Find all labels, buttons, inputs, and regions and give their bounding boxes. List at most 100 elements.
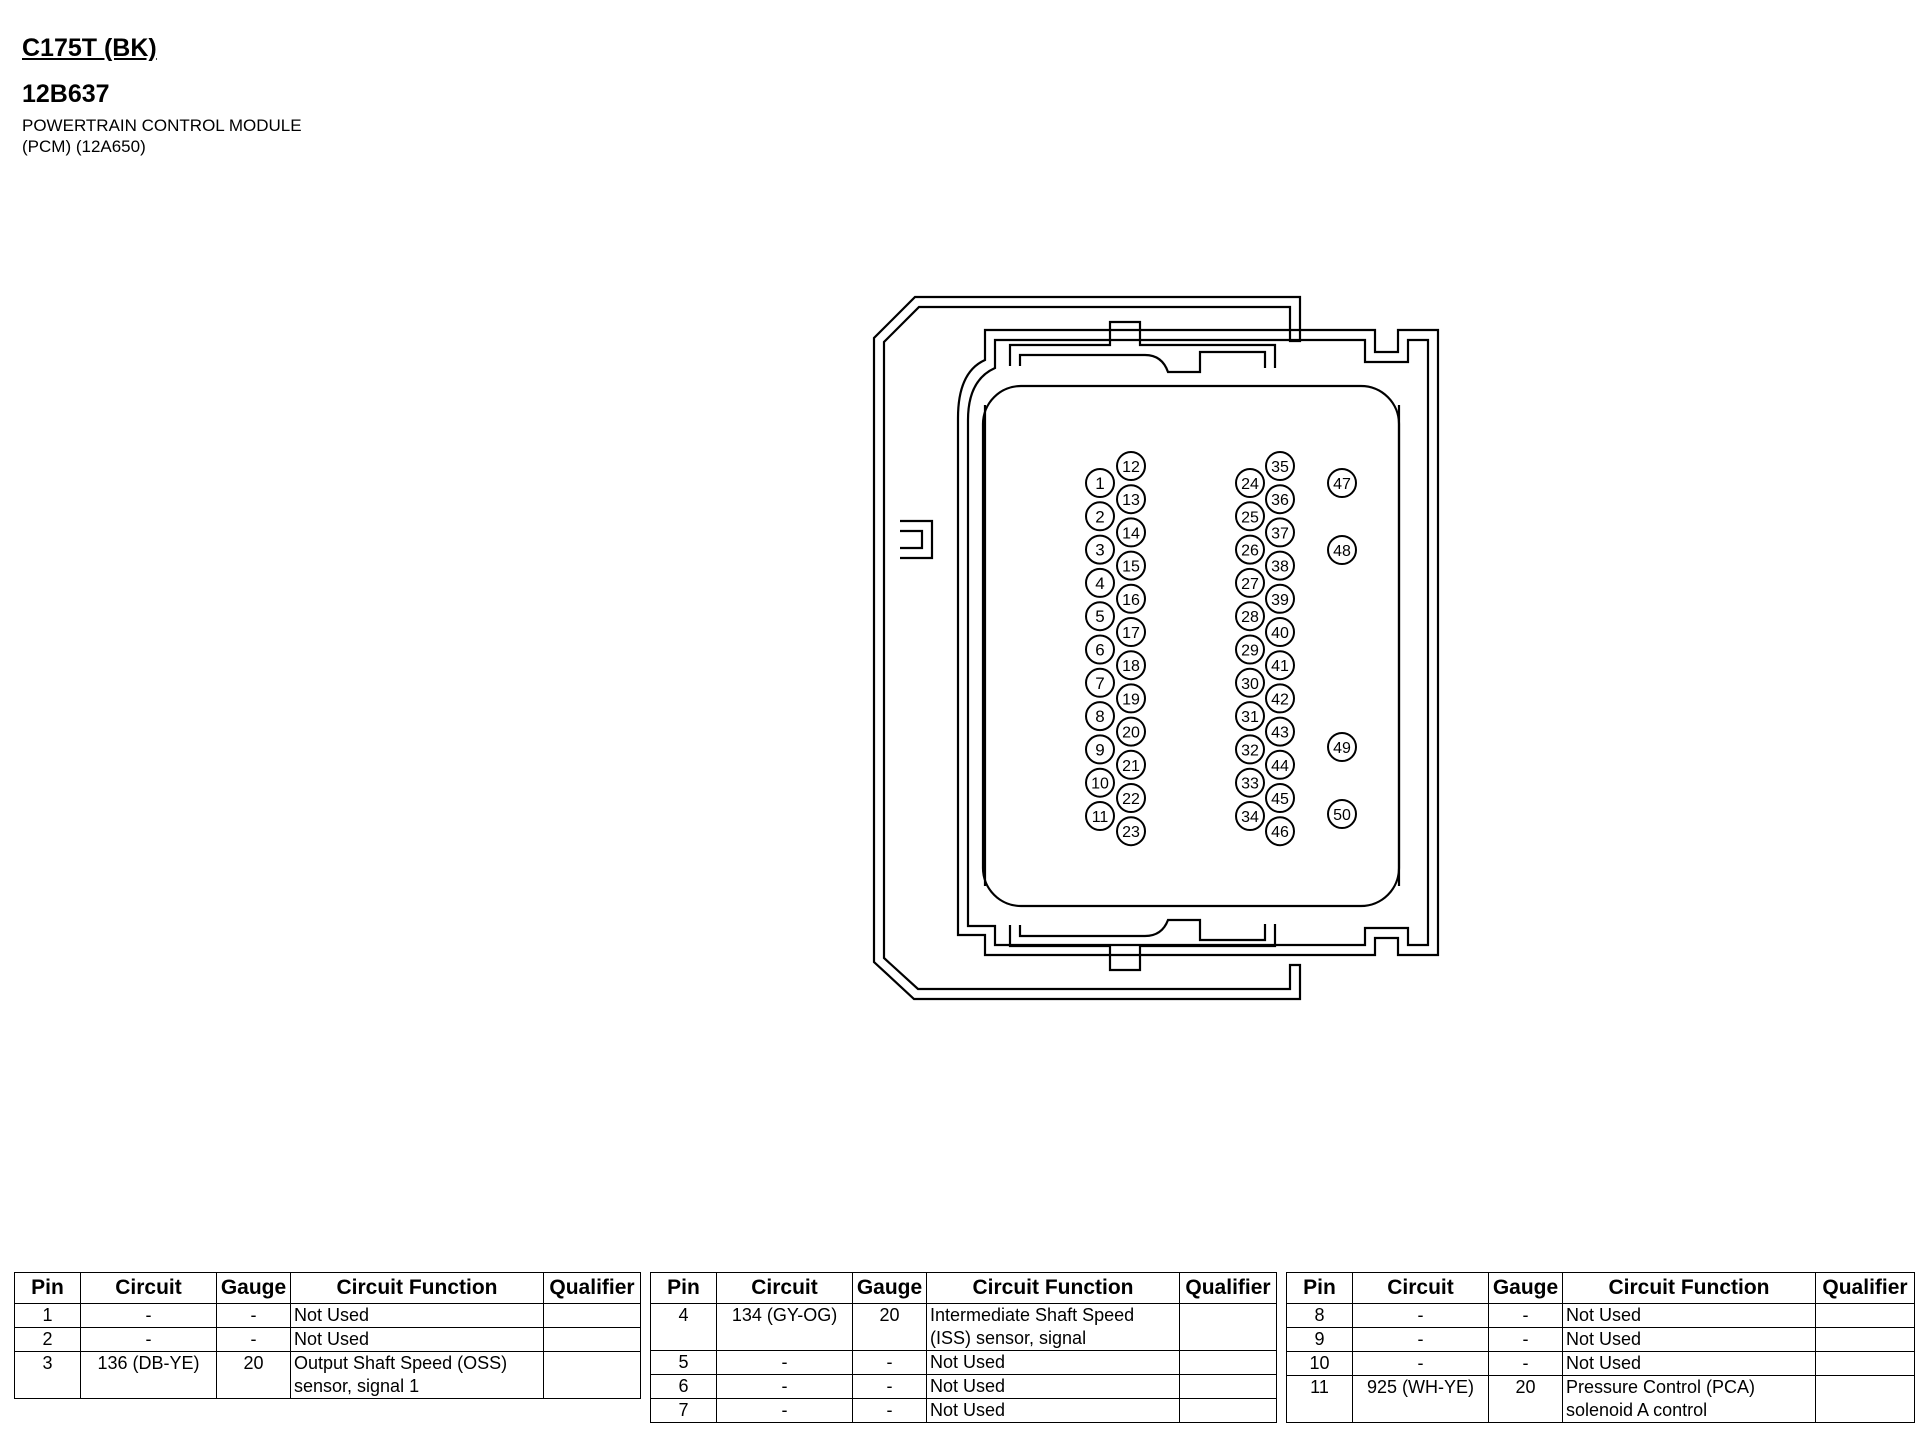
pin-label: 7 (1095, 674, 1104, 693)
pin-label: 50 (1333, 807, 1351, 824)
circuit-cell: - (1352, 1327, 1489, 1352)
pin-24: 24 (1235, 468, 1265, 498)
pin-label: 17 (1122, 625, 1140, 642)
table-row: 2 - - Not Used (14, 1327, 641, 1352)
pin-12: 12 (1116, 451, 1146, 481)
header-circuit: Circuit (80, 1272, 217, 1304)
pin-circle (1265, 716, 1295, 747)
qualifier-cell (1179, 1350, 1277, 1375)
pin-cell: 4 (650, 1303, 717, 1351)
pin-label: 14 (1122, 525, 1140, 542)
gauge-cell: - (216, 1303, 291, 1328)
pin-label: 4 (1095, 574, 1104, 593)
table-row: 6 - - Not Used (650, 1374, 1277, 1399)
pin-38: 38 (1265, 550, 1295, 581)
pin-label: 22 (1122, 791, 1140, 808)
pin-13: 13 (1116, 484, 1146, 515)
pin-label: 45 (1271, 791, 1289, 808)
pin-cell: 1 (14, 1303, 81, 1328)
pin-label: 12 (1122, 459, 1140, 476)
table-row: 9 - - Not Used (1286, 1327, 1915, 1352)
pin-circle (1265, 517, 1295, 548)
pin-label: 19 (1122, 691, 1140, 708)
pin-circle (1235, 634, 1265, 665)
function-cell: Not Used (290, 1303, 544, 1328)
pin-circle (1085, 734, 1115, 765)
pin-circle (1116, 650, 1146, 681)
pin-44: 44 (1265, 749, 1295, 780)
pin-circle (1265, 484, 1295, 515)
function-cell: Not Used (926, 1398, 1180, 1423)
pin-label: 5 (1095, 607, 1104, 626)
pin-35: 35 (1265, 451, 1295, 481)
pin-label: 27 (1241, 576, 1259, 593)
pin-circle (1085, 701, 1115, 732)
pin-label: 1 (1095, 474, 1104, 493)
pin-circle (1327, 535, 1357, 565)
pin-cell: 5 (650, 1350, 717, 1375)
pin-15: 15 (1116, 550, 1146, 581)
pin-circle (1116, 451, 1146, 481)
qualifier-cell (1179, 1398, 1277, 1423)
pin-circle (1265, 550, 1295, 581)
header-pin: Pin (14, 1272, 81, 1304)
header-circuit-function: Circuit Function (1562, 1272, 1816, 1304)
pin-27: 27 (1235, 567, 1265, 598)
pin-circle (1265, 451, 1295, 481)
pin-label: 30 (1241, 676, 1259, 693)
gauge-cell: 20 (1488, 1375, 1563, 1423)
table-row: 11 925 (WH-YE) 20 Pressure Control (PCA)… (1286, 1375, 1915, 1423)
pin-32: 32 (1235, 734, 1265, 765)
pin-4: 4 (1085, 567, 1115, 598)
table-row: 10 - - Not Used (1286, 1351, 1915, 1376)
pin-circle (1235, 667, 1265, 698)
pin-19: 19 (1116, 683, 1146, 714)
pin-circle (1085, 634, 1115, 665)
pin-circle (1085, 501, 1115, 532)
pin-circle (1327, 732, 1357, 762)
circuit-cell: - (80, 1303, 217, 1328)
pin-cell: 8 (1286, 1303, 1353, 1328)
pin-circle (1235, 767, 1265, 798)
qualifier-cell (1815, 1351, 1915, 1376)
pin-1: 1 (1085, 468, 1115, 498)
pin-circle (1235, 601, 1265, 632)
function-cell: Intermediate Shaft Speed (ISS) sensor, s… (926, 1303, 1180, 1351)
header-pin: Pin (650, 1272, 717, 1304)
table-row: 3 136 (DB-YE) 20 Output Shaft Speed (OSS… (14, 1351, 641, 1399)
pin-label: 16 (1122, 592, 1140, 609)
qualifier-cell (1815, 1375, 1915, 1423)
pin-7: 7 (1085, 667, 1115, 698)
pin-18: 18 (1116, 650, 1146, 681)
pin-31: 31 (1235, 701, 1265, 732)
pin-40: 40 (1265, 617, 1295, 647)
pin-28: 28 (1235, 601, 1265, 632)
header-pin: Pin (1286, 1272, 1353, 1304)
qualifier-cell (543, 1303, 641, 1328)
pin-21: 21 (1116, 749, 1146, 780)
pin-34: 34 (1235, 801, 1265, 831)
pin-6: 6 (1085, 634, 1115, 665)
pin-label: 25 (1241, 509, 1259, 526)
pin-circle (1235, 468, 1265, 498)
pin-label: 20 (1122, 725, 1140, 742)
pin-22: 22 (1116, 783, 1146, 813)
pin-label: 42 (1271, 691, 1289, 708)
connector-id: C175T (BK) (22, 34, 157, 62)
table-row: 5 - - Not Used (650, 1350, 1277, 1375)
pin-cell: 7 (650, 1398, 717, 1423)
table-row: 7 - - Not Used (650, 1398, 1277, 1423)
function-cell: Not Used (1562, 1303, 1816, 1328)
pin-label: 3 (1095, 541, 1104, 560)
pin-label: 2 (1095, 507, 1104, 526)
header-gauge: Gauge (852, 1272, 927, 1304)
pin-circle (1235, 534, 1265, 565)
pin-label: 37 (1271, 525, 1289, 542)
pin-9: 9 (1085, 734, 1115, 765)
pin-49: 49 (1327, 732, 1357, 762)
module-description-line-2: (PCM) (12A650) (22, 137, 146, 156)
pin-26: 26 (1235, 534, 1265, 565)
pin-circle (1085, 534, 1115, 565)
header-circuit-function: Circuit Function (290, 1272, 544, 1304)
header-qualifier: Qualifier (1815, 1272, 1915, 1304)
